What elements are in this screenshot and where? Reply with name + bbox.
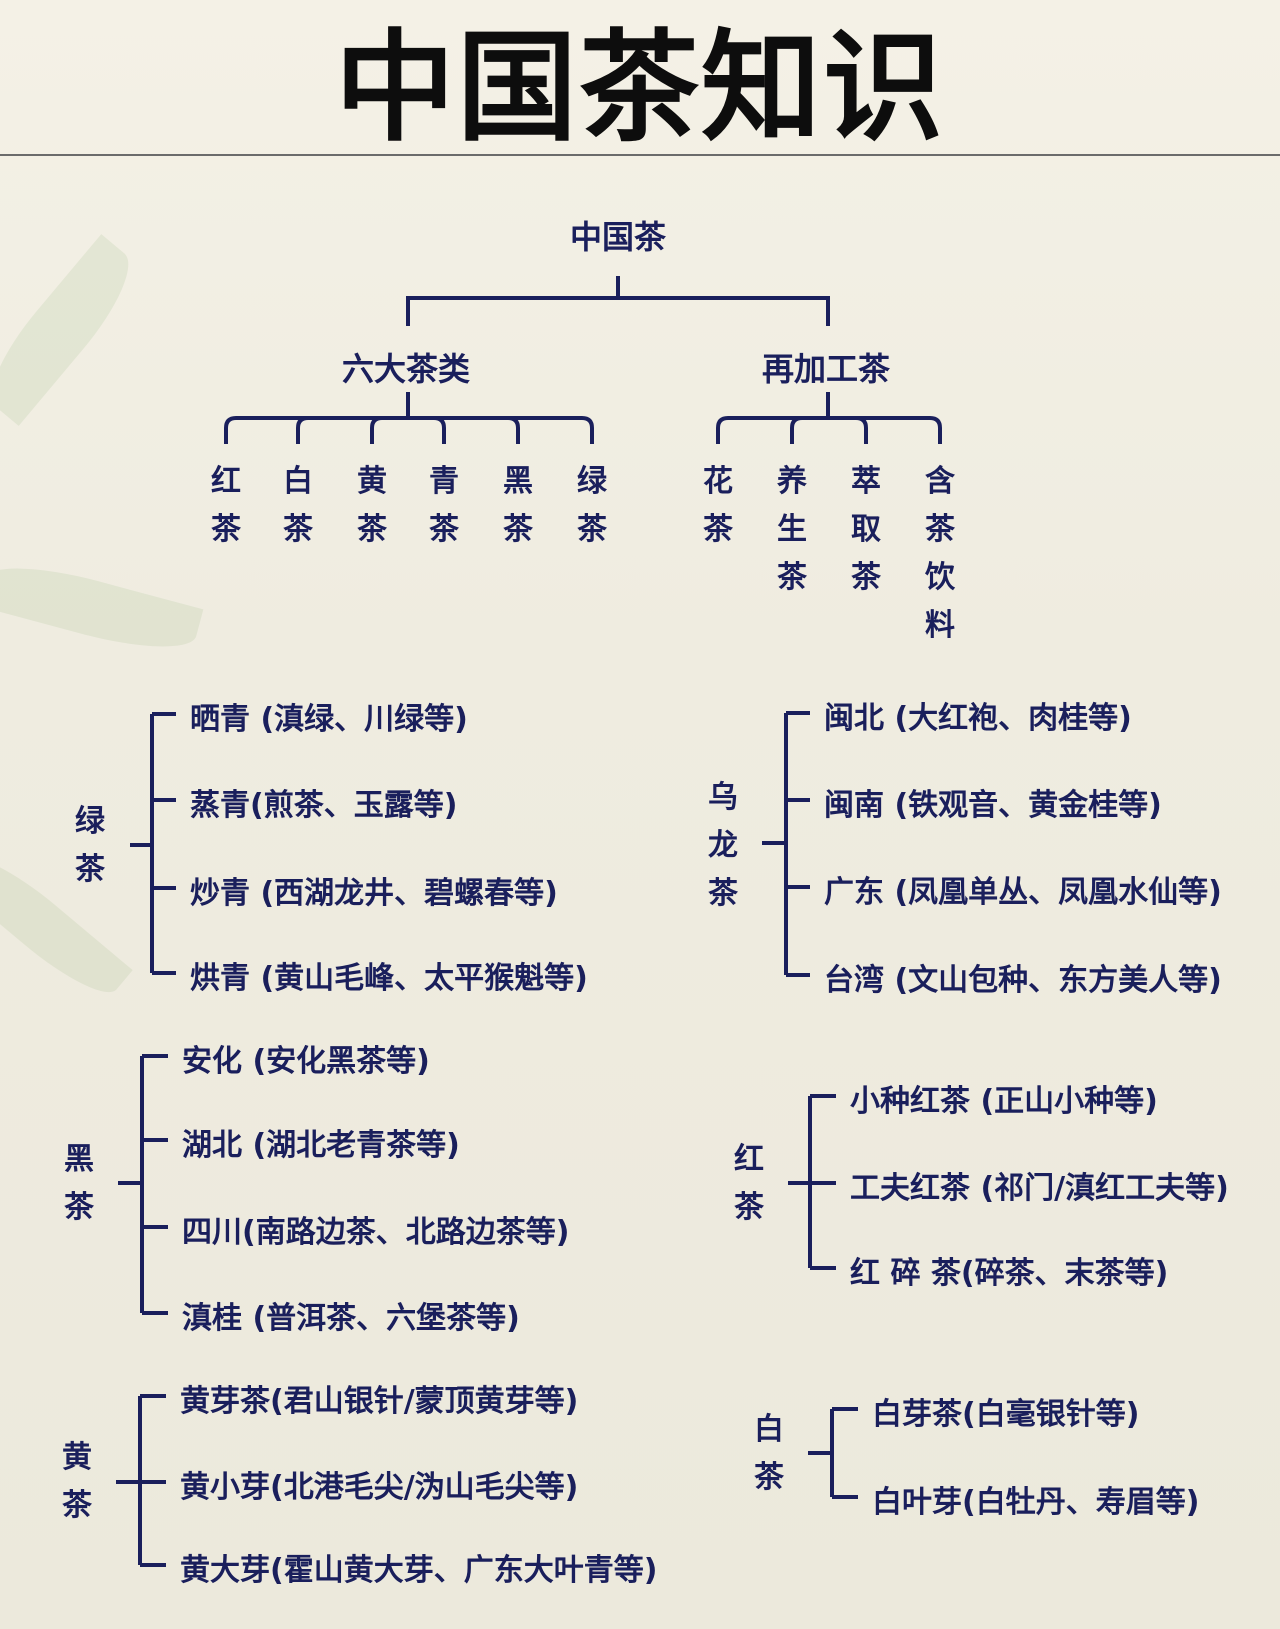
yellow-item: 黄芽茶(君山银针/蒙顶黄芽等) <box>180 1384 579 1419</box>
page-title: 中国茶知识 <box>335 19 945 158</box>
white-item: 白芽茶(白毫银针等) <box>872 1397 1140 1432</box>
six-category-green: 绿茶 <box>577 464 607 547</box>
oolong-item: 广东 (凤凰单丛、凤凰水仙等) <box>824 875 1222 910</box>
six-category-yellow: 黄茶 <box>357 464 387 547</box>
black-item: 小种红茶 (正山小种等) <box>850 1084 1158 1119</box>
reprocessed-beverage: 含茶饮料 <box>925 464 955 643</box>
node-six-categories: 六大茶类 <box>342 350 471 388</box>
reprocessed-extract: 萃取茶 <box>851 464 881 595</box>
six-category-red: 红茶 <box>211 464 241 547</box>
header: 中国茶知识 <box>0 0 1280 158</box>
white-item: 白叶芽(白牡丹、寿眉等) <box>872 1485 1200 1520</box>
black-item: 工夫红茶 (祁门/滇红工夫等) <box>850 1171 1229 1206</box>
group-label-yellow: 黄茶 <box>62 1440 92 1523</box>
group-label-white: 白茶 <box>754 1412 784 1495</box>
group-label-oolong: 乌龙茶 <box>708 780 738 911</box>
dark-item: 滇桂 (普洱茶、六堡茶等) <box>182 1301 520 1336</box>
dark-item: 安化 (安化黑茶等) <box>182 1044 430 1079</box>
oolong-item: 闽南 (铁观音、黄金桂等) <box>824 788 1162 823</box>
yellow-item: 黄小芽(北港毛尖/沩山毛尖等) <box>180 1470 579 1505</box>
group-label-dark: 黑茶 <box>64 1142 94 1225</box>
group-label-black: 红茶 <box>734 1142 764 1225</box>
node-reprocessed: 再加工茶 <box>762 350 891 388</box>
oolong-item: 闽北 (大红袍、肉桂等) <box>824 701 1132 736</box>
green-item: 蒸青(煎茶、玉露等) <box>190 788 458 823</box>
six-category-white: 白茶 <box>283 464 313 547</box>
dark-item: 四川(南路边茶、北路边茶等) <box>182 1215 570 1250</box>
green-item: 晒青 (滇绿、川绿等) <box>190 702 468 737</box>
black-item: 红 碎 茶(碎茶、末茶等) <box>850 1256 1169 1291</box>
dark-item: 湖北 (湖北老青茶等) <box>182 1128 460 1163</box>
six-category-dark: 黑茶 <box>503 464 533 547</box>
reprocessed-health: 养生茶 <box>777 464 807 595</box>
reprocessed-flower: 花茶 <box>703 464 733 547</box>
root-node: 中国茶 <box>570 218 667 256</box>
six-category-oolong: 青茶 <box>429 464 459 547</box>
green-item: 炒青 (西湖龙井、碧螺春等) <box>190 876 558 911</box>
yellow-item: 黄大芽(霍山黄大芽、广东大叶青等) <box>180 1553 658 1588</box>
green-item: 烘青 (黄山毛峰、太平猴魁等) <box>190 961 588 996</box>
group-label-green: 绿茶 <box>75 804 105 887</box>
oolong-item: 台湾 (文山包种、东方美人等) <box>824 963 1222 998</box>
